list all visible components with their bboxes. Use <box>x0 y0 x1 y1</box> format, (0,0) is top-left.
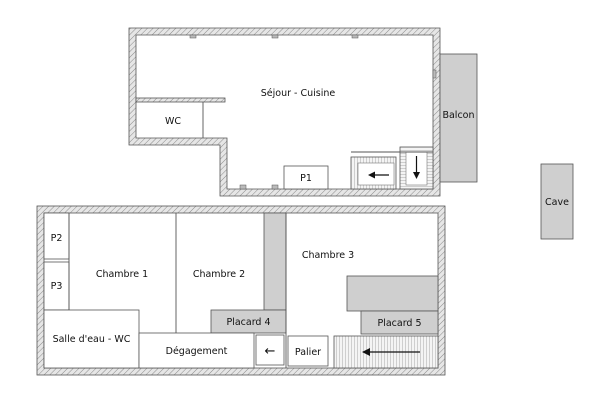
room-label-chambre-1: Chambre 1 <box>96 269 148 280</box>
degagement <box>138 332 255 369</box>
main-stairs-arrow-head <box>362 348 370 356</box>
small-stairs-arrow: ← <box>265 344 276 359</box>
room-label-wc: WC <box>165 116 181 127</box>
salle-eau-wc <box>43 309 140 369</box>
lower-floor: P2 P3 Chambre 1 Salle d'eau - WC Chambre… <box>36 205 446 376</box>
room-label-balcon: Balcon <box>442 110 474 121</box>
room-label-chambre-2: Chambre 2 <box>193 269 245 280</box>
room-label-palier: Palier <box>295 347 321 358</box>
balcon <box>439 53 478 183</box>
wall-stub <box>189 34 197 39</box>
wall-stub <box>351 34 359 39</box>
room-label-placard-5: Placard 5 <box>377 318 421 329</box>
cave: Cave <box>540 163 574 240</box>
cave-room <box>540 163 574 240</box>
p2-cupboard <box>43 212 70 260</box>
p1-cupboard <box>283 165 329 190</box>
palier <box>287 335 329 367</box>
room-label-p3: P3 <box>51 281 63 292</box>
stairs-arrow-down-head <box>413 172 420 179</box>
room-label-chambre-3: Chambre 3 <box>302 250 354 261</box>
wall-stub <box>271 34 279 39</box>
wall-stub <box>271 184 279 190</box>
wall-stub <box>432 69 437 79</box>
sejour-cuisine-room <box>135 34 434 190</box>
placard-5 <box>360 310 439 335</box>
room-label-cave: Cave <box>545 197 569 208</box>
room-label-sejour-cuisine: Séjour - Cuisine <box>261 88 336 99</box>
chambre-2-closet <box>263 212 287 311</box>
room-label-p2: P2 <box>51 233 63 244</box>
wc-partition-wall <box>135 97 226 103</box>
room-label-placard-4: Placard 4 <box>226 317 270 328</box>
room-label-p1: P1 <box>300 173 312 184</box>
chambre-3-closet <box>346 275 439 312</box>
room-label-degagement: Dégagement <box>166 346 228 357</box>
stairs-arrow-left-head <box>368 171 375 179</box>
small-stairs <box>255 334 285 366</box>
stairs-landing <box>357 162 395 186</box>
upper-floor: WC Séjour - Cuisine P1 Balcon <box>128 27 478 197</box>
wall-stub <box>239 184 247 190</box>
room-label-salle-eau-wc: Salle d'eau - WC <box>53 334 131 345</box>
